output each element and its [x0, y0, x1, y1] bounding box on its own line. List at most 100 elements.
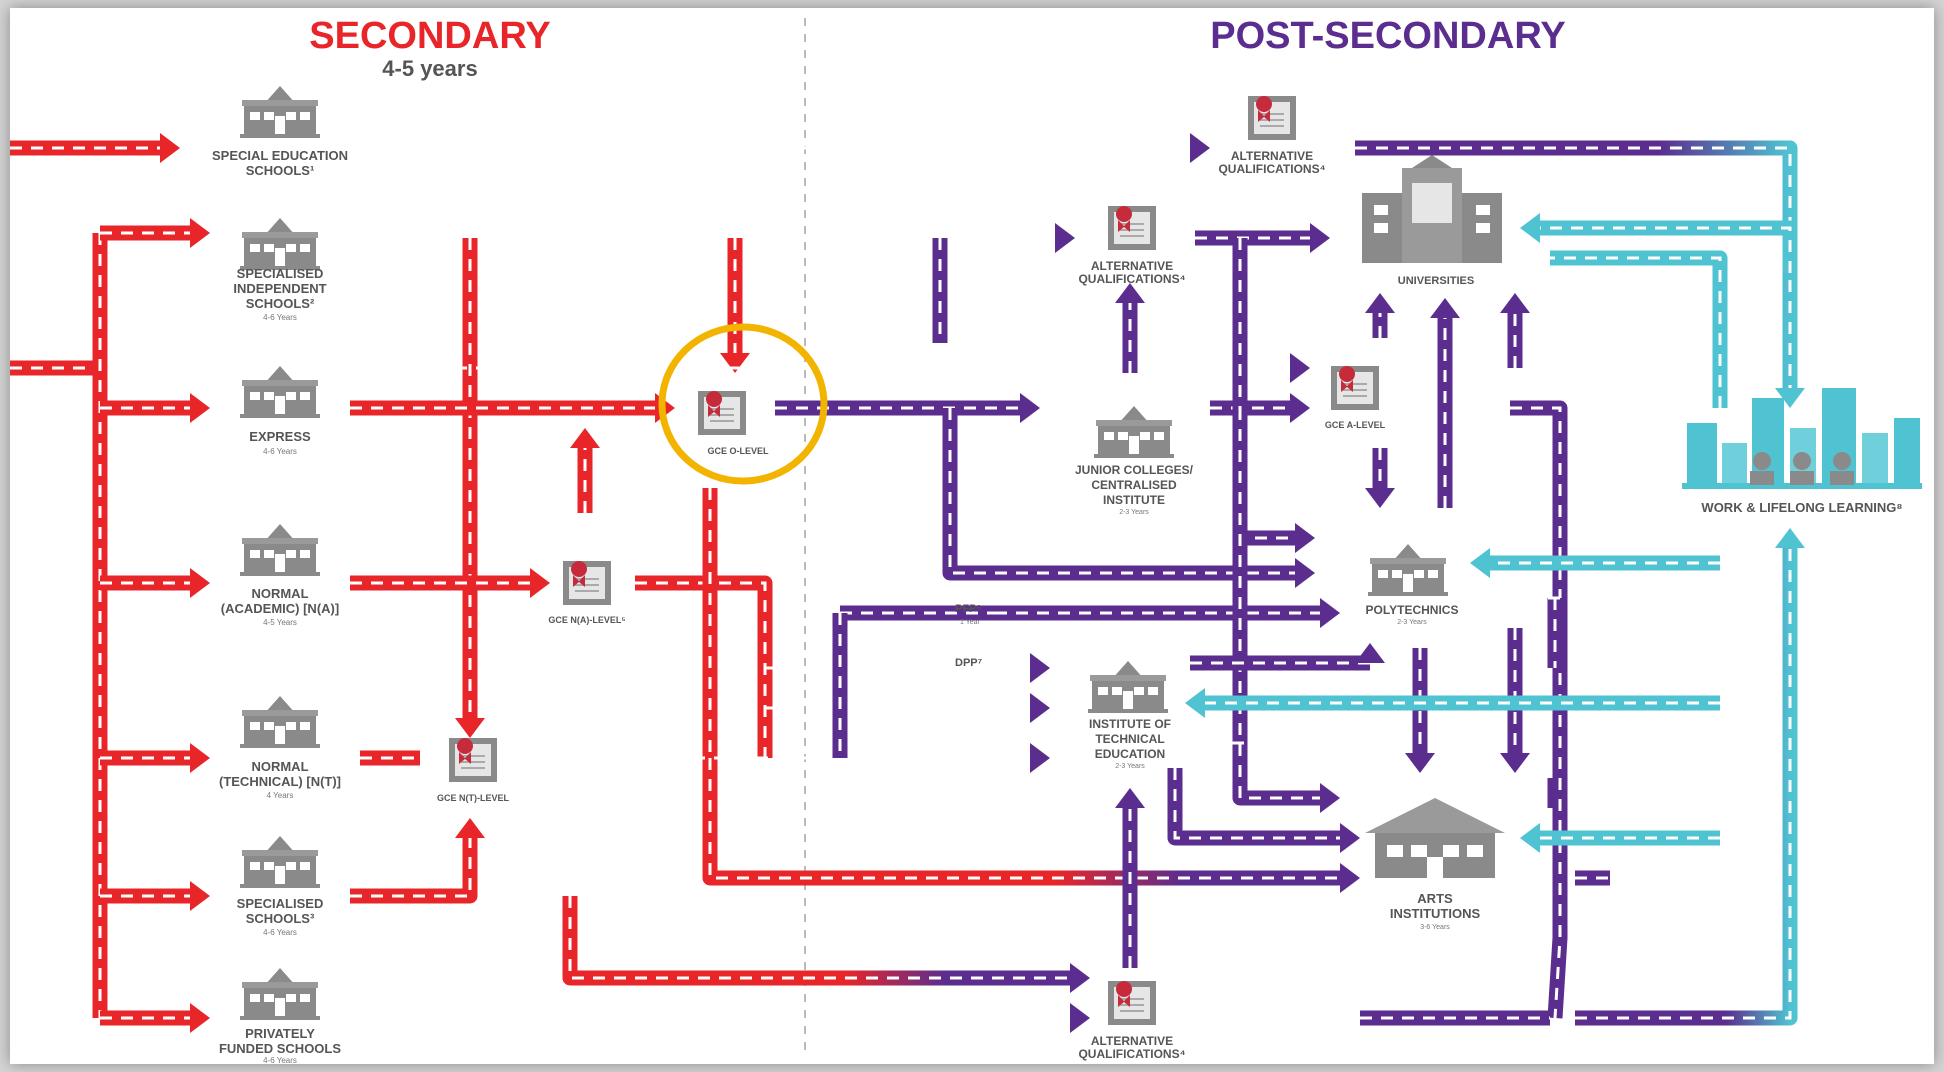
svg-text:SCHOOLS¹: SCHOOLS¹ — [246, 163, 315, 178]
svg-text:ARTS: ARTS — [1417, 891, 1453, 906]
svg-text:3-6 Years: 3-6 Years — [1420, 924, 1450, 931]
arrow-head — [570, 428, 600, 448]
svg-text:INSTITUTE: INSTITUTE — [1103, 493, 1165, 507]
inst-junior-colleges: JUNIOR COLLEGES/ CENTRALISED INSTITUTE 2… — [1075, 406, 1194, 516]
svg-text:4-6 Years: 4-6 Years — [263, 928, 297, 937]
certificate-icon — [1107, 205, 1157, 251]
inst-universities: UNIVERSITIES — [1362, 155, 1502, 287]
school-building-icon — [240, 524, 320, 576]
svg-text:2-3 Years: 2-3 Years — [1119, 509, 1149, 516]
arrow-head — [190, 393, 210, 423]
arrow-head — [1320, 783, 1340, 813]
svg-text:WORK & LIFELONG LEARNING⁸: WORK & LIFELONG LEARNING⁸ — [1701, 500, 1902, 515]
svg-text:GCE N(A)-LEVEL⁵: GCE N(A)-LEVEL⁵ — [548, 615, 625, 625]
road-centre-line — [635, 581, 767, 758]
arrow-head — [1775, 388, 1805, 408]
cert-gce-o-level: GCE O-LEVEL — [697, 390, 769, 456]
arrow-head — [190, 218, 210, 248]
arrow-head — [1115, 788, 1145, 808]
arrow-head — [190, 743, 210, 773]
arts-building-icon — [1365, 798, 1505, 878]
dpp-label: DPP⁷ — [955, 657, 983, 669]
svg-text:ALTERNATIVE: ALTERNATIVE — [1231, 149, 1313, 163]
pfp-label: PFP⁶ — [955, 603, 981, 615]
pathway-road — [350, 838, 478, 904]
arrow-head — [455, 718, 485, 738]
school-normal-technical: NORMAL (TECHNICAL) [N(T)] 4 Years — [219, 696, 341, 800]
school-building-icon — [1094, 406, 1174, 458]
arrow-head — [1500, 753, 1530, 773]
cert-gce-na-level: GCE N(A)-LEVEL⁵ — [548, 560, 626, 625]
arrow-head — [1320, 598, 1340, 628]
pathway-road — [1232, 238, 1295, 546]
svg-text:GCE N(T)-LEVEL: GCE N(T)-LEVEL — [437, 793, 509, 803]
road-centre-line — [568, 896, 1070, 980]
school-privately-funded: PRIVATELY FUNDED SCHOOLS 4-6 Years — [219, 968, 341, 1064]
svg-text:(ACADEMIC) [N(A)]: (ACADEMIC) [N(A)] — [221, 601, 339, 616]
arrow-head — [190, 568, 210, 598]
arrow-head — [1070, 963, 1090, 993]
svg-text:GCE O-LEVEL: GCE O-LEVEL — [707, 446, 769, 456]
school-building-icon — [240, 696, 320, 748]
arrow-head — [1030, 693, 1050, 723]
school-building-icon — [240, 968, 320, 1020]
certificate-icon — [1247, 95, 1297, 141]
arrow-head — [1290, 353, 1310, 383]
svg-text:4-6 Years: 4-6 Years — [263, 447, 297, 456]
arrow-head — [1030, 743, 1050, 773]
education-pathway-diagram: SECONDARY 4-5 years POST-SECONDARY SPECI… — [10, 15, 1930, 1064]
svg-text:4-6 Years: 4-6 Years — [263, 313, 297, 322]
secondary-subheader: 4-5 years — [382, 56, 477, 81]
road-centre-line — [1510, 406, 1562, 1019]
arrow-head — [1295, 523, 1315, 553]
school-specialised-independent: SPECIALISED INDEPENDENT SCHOOLS² 4-6 Yea… — [233, 218, 327, 322]
pathway-road — [562, 896, 1070, 986]
pathway-road — [635, 575, 773, 758]
svg-text:4-6 Years: 4-6 Years — [263, 1056, 297, 1064]
road-centre-line — [1238, 408, 1320, 800]
svg-text:QUALIFICATIONS⁴: QUALIFICATIONS⁴ — [1218, 162, 1325, 176]
arrow-head — [1775, 528, 1805, 548]
arrow-head — [1340, 823, 1360, 853]
arrow-head — [1185, 688, 1205, 718]
arrow-head — [1365, 293, 1395, 313]
svg-text:4-5 Years: 4-5 Years — [263, 618, 297, 627]
o-level-highlight-circle — [658, 323, 828, 485]
arrow-head — [1500, 293, 1530, 313]
svg-text:INDEPENDENT: INDEPENDENT — [233, 281, 326, 296]
pathway-road — [1550, 250, 1728, 408]
arrow-head — [1030, 653, 1050, 683]
pathway-road — [1575, 548, 1798, 1026]
school-building-icon — [240, 86, 320, 138]
svg-text:NORMAL: NORMAL — [251, 586, 308, 601]
svg-text:SCHOOLS³: SCHOOLS³ — [246, 911, 315, 926]
svg-text:TECHNICAL: TECHNICAL — [1095, 732, 1164, 746]
svg-text:UNIVERSITIES: UNIVERSITIES — [1398, 275, 1474, 287]
svg-text:ALTERNATIVE: ALTERNATIVE — [1091, 259, 1173, 273]
svg-text:QUALIFICATIONS⁴: QUALIFICATIONS⁴ — [1078, 1047, 1185, 1061]
university-building-icon — [1362, 155, 1502, 263]
arrow-head — [1055, 223, 1075, 253]
arrow-head — [1295, 558, 1315, 588]
svg-text:FUNDED SCHOOLS: FUNDED SCHOOLS — [219, 1041, 341, 1056]
certificate-icon — [448, 737, 498, 783]
school-building-icon — [240, 366, 320, 418]
arrow-head — [1190, 133, 1210, 163]
arrow-head — [1020, 393, 1040, 423]
secondary-header: SECONDARY — [309, 15, 550, 57]
arrow-head — [190, 1003, 210, 1033]
arrow-head — [530, 568, 550, 598]
svg-text:INSTITUTE OF: INSTITUTE OF — [1089, 717, 1171, 731]
pathway-road — [942, 408, 1295, 581]
svg-text:2-3 Years: 2-3 Years — [1115, 763, 1145, 770]
arrow-head — [1405, 753, 1435, 773]
svg-text:EDUCATION: EDUCATION — [1095, 747, 1165, 761]
cert-alternative-bottom: ALTERNATIVE QUALIFICATIONS⁴ — [1078, 980, 1186, 1061]
svg-text:INSTITUTIONS: INSTITUTIONS — [1390, 906, 1481, 921]
certificate-icon — [1330, 365, 1380, 411]
arrow-head — [1365, 488, 1395, 508]
polytechnic-building-icon — [1368, 544, 1448, 596]
road-centre-line — [1550, 256, 1722, 408]
road-centre-line — [1540, 226, 1792, 273]
arrow-head — [160, 133, 180, 163]
